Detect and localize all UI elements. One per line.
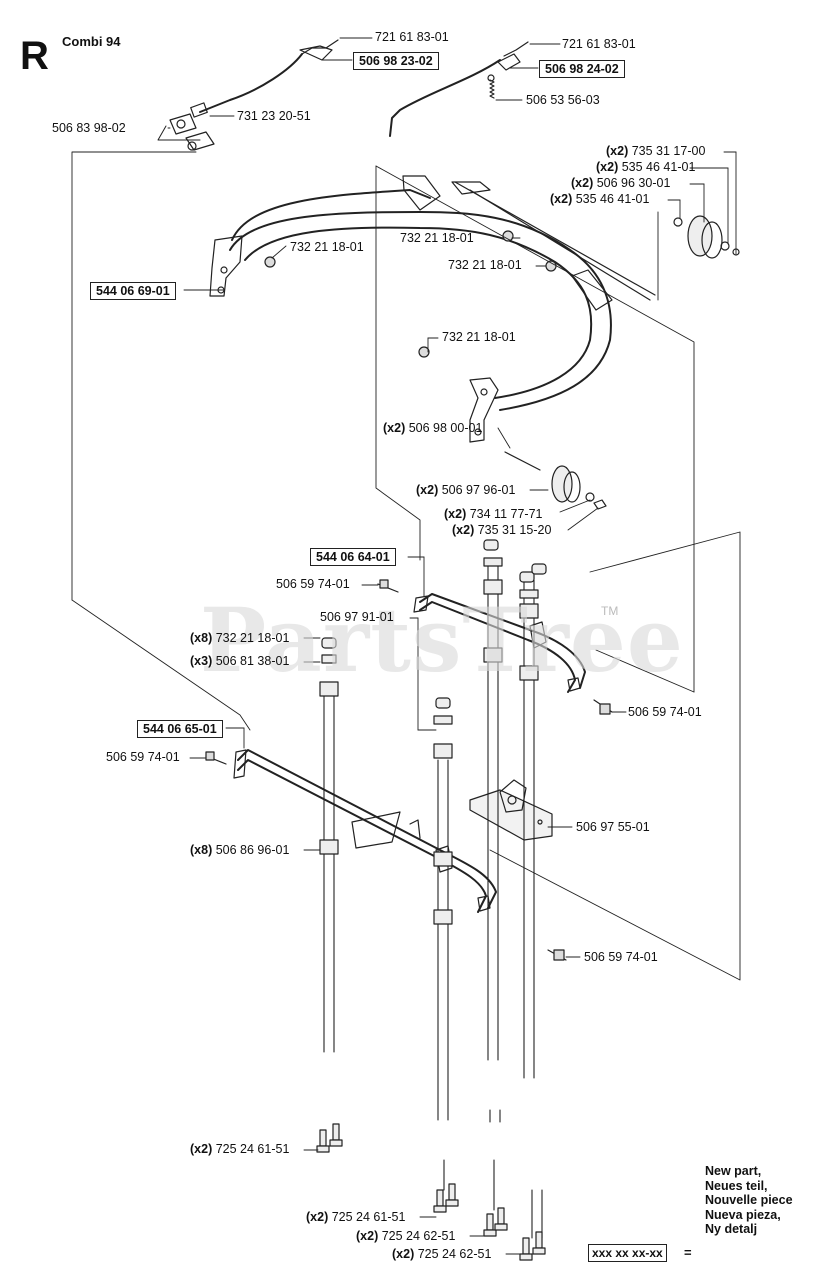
leader-lines <box>167 37 737 1255</box>
callout-label[interactable]: 732 21 18-01 <box>290 240 364 254</box>
bottom-screws <box>316 1123 546 1261</box>
cable-assembly-right <box>389 41 529 137</box>
callout-label[interactable]: 506 59 74-01 <box>628 705 702 719</box>
callout-label[interactable]: 506 59 74-01 <box>106 750 180 764</box>
callout-label[interactable]: 721 61 83-01 <box>375 30 449 44</box>
legend-line: Nueva pieza, <box>705 1207 781 1222</box>
callout-label[interactable]: (x8) 732 21 18-01 <box>190 631 290 645</box>
callout-label[interactable]: (x2) 535 46 41-01 <box>596 160 696 174</box>
callout-label[interactable]: 506 97 55-01 <box>576 820 650 834</box>
callout-new-part[interactable]: 506 98 24-02 <box>539 60 625 78</box>
legend-line: Ny detalj <box>705 1222 758 1236</box>
assembly-guide-lines <box>71 151 741 981</box>
callout-label[interactable]: 506 97 91-01 <box>320 610 394 624</box>
callout-label[interactable]: (x8) 506 86 96-01 <box>190 843 290 857</box>
callout-label[interactable]: 506 83 98-02 <box>52 121 126 135</box>
cross-bar-upper <box>413 593 586 693</box>
upper-handle-frame <box>209 175 656 443</box>
roller-wheel-lower <box>504 451 607 510</box>
callout-label[interactable]: 506 59 74-01 <box>276 577 350 591</box>
callout-label[interactable]: 506 59 74-01 <box>584 950 658 964</box>
watermark-trademark: TM <box>601 604 619 618</box>
callout-label[interactable]: (x2) 725 24 62-51 <box>356 1229 456 1243</box>
watermark: PartsTree <box>200 588 684 692</box>
callout-label[interactable]: 506 53 56-03 <box>526 93 600 107</box>
legend-line: New part, <box>705 1164 762 1178</box>
callout-new-part[interactable]: 544 06 64-01 <box>310 548 396 566</box>
legend-line: Nouvelle piece <box>705 1193 793 1207</box>
cross-bar-lower <box>233 749 497 913</box>
model-name: Combi 94 <box>62 34 121 49</box>
callout-label[interactable]: (x2) 506 96 30-01 <box>571 176 671 190</box>
legend-equals: = <box>684 1245 692 1260</box>
callout-label[interactable]: 731 23 20-51 <box>237 109 311 123</box>
callout-label[interactable]: (x2) 535 46 41-01 <box>550 192 650 206</box>
clamp-blocks <box>319 539 547 925</box>
nut-732211801-d <box>418 346 430 358</box>
callout-new-part[interactable]: 506 98 23-02 <box>353 52 439 70</box>
callout-label[interactable]: (x2) 506 98 00-01 <box>383 421 483 435</box>
callout-label[interactable]: (x2) 506 97 96-01 <box>416 483 516 497</box>
callout-label[interactable]: (x2) 735 31 15-20 <box>452 523 552 537</box>
legend-sample-box: xxx xx xx-xx <box>588 1244 667 1262</box>
roller-wheel-upper <box>673 215 740 259</box>
callout-label[interactable]: (x2) 725 24 61-51 <box>190 1142 290 1156</box>
callout-label[interactable]: (x2) 725 24 62-51 <box>392 1247 492 1261</box>
callout-new-part[interactable]: 544 06 65-01 <box>137 720 223 738</box>
callout-label[interactable]: (x2) 734 11 77-71 <box>444 507 543 521</box>
section-letter: R <box>20 34 49 78</box>
cable-assembly-left <box>157 39 339 151</box>
callout-label[interactable]: 732 21 18-01 <box>400 231 474 245</box>
bolts-506597401 <box>205 579 613 961</box>
legend-line: Neues teil, <box>705 1178 768 1193</box>
new-part-legend: New part, Neues teil, Nouvelle piece Nue… <box>705 1164 793 1237</box>
vertical-rods <box>323 559 543 1239</box>
callout-label[interactable]: (x2) 735 31 17-00 <box>606 144 706 158</box>
callout-label[interactable]: 732 21 18-01 <box>448 258 522 272</box>
callout-label[interactable]: 721 61 83-01 <box>562 37 636 51</box>
mounting-bracket <box>469 779 553 841</box>
callout-label[interactable]: (x2) 725 24 61-51 <box>306 1210 406 1224</box>
callout-label[interactable]: (x3) 506 81 38-01 <box>190 654 290 668</box>
callout-label[interactable]: 732 21 18-01 <box>442 330 516 344</box>
nut-732211801-a <box>264 256 276 268</box>
callout-new-part[interactable]: 544 06 69-01 <box>90 282 176 300</box>
